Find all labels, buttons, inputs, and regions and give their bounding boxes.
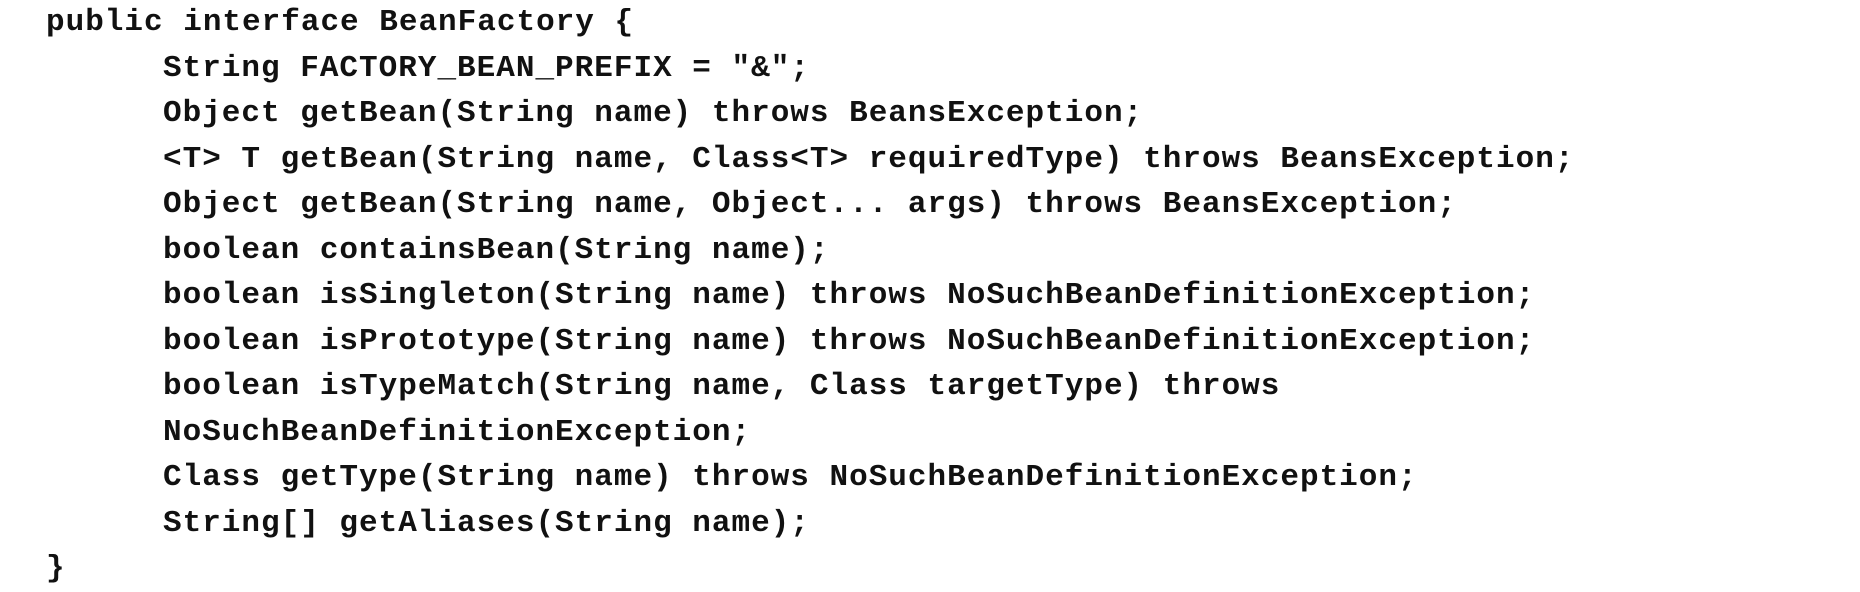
code-line-getbean-required-type: <T> T getBean(String name, Class<T> requ… <box>163 141 1575 177</box>
code-line-interface-declaration: public interface BeanFactory { <box>46 5 635 40</box>
code-line-contains-bean: boolean containsBean(String name); <box>163 232 830 268</box>
code-line-is-type-match: boolean isTypeMatch(String name, Class t… <box>163 369 1281 404</box>
code-line-get-type: Class getType(String name) throws NoSuch… <box>163 460 1418 495</box>
code-line-closing-brace: } <box>46 551 66 586</box>
code-line-factory-bean-prefix: String FACTORY_BEAN_PREFIX = "&"; <box>163 50 810 86</box>
code-line-is-prototype: boolean isPrototype(String name) throws … <box>163 323 1536 359</box>
code-listing: public interface BeanFactory { String FA… <box>46 0 1846 586</box>
code-line-is-singleton: boolean isSingleton(String name) throws … <box>163 278 1536 313</box>
code-line-is-type-match-continuation: NoSuchBeanDefinitionException; <box>163 414 752 450</box>
code-line-getbean-args: Object getBean(String name, Object... ar… <box>163 187 1457 222</box>
code-line-getbean-name: Object getBean(String name) throws Beans… <box>163 96 1144 131</box>
code-line-get-aliases: String[] getAliases(String name); <box>163 505 810 541</box>
